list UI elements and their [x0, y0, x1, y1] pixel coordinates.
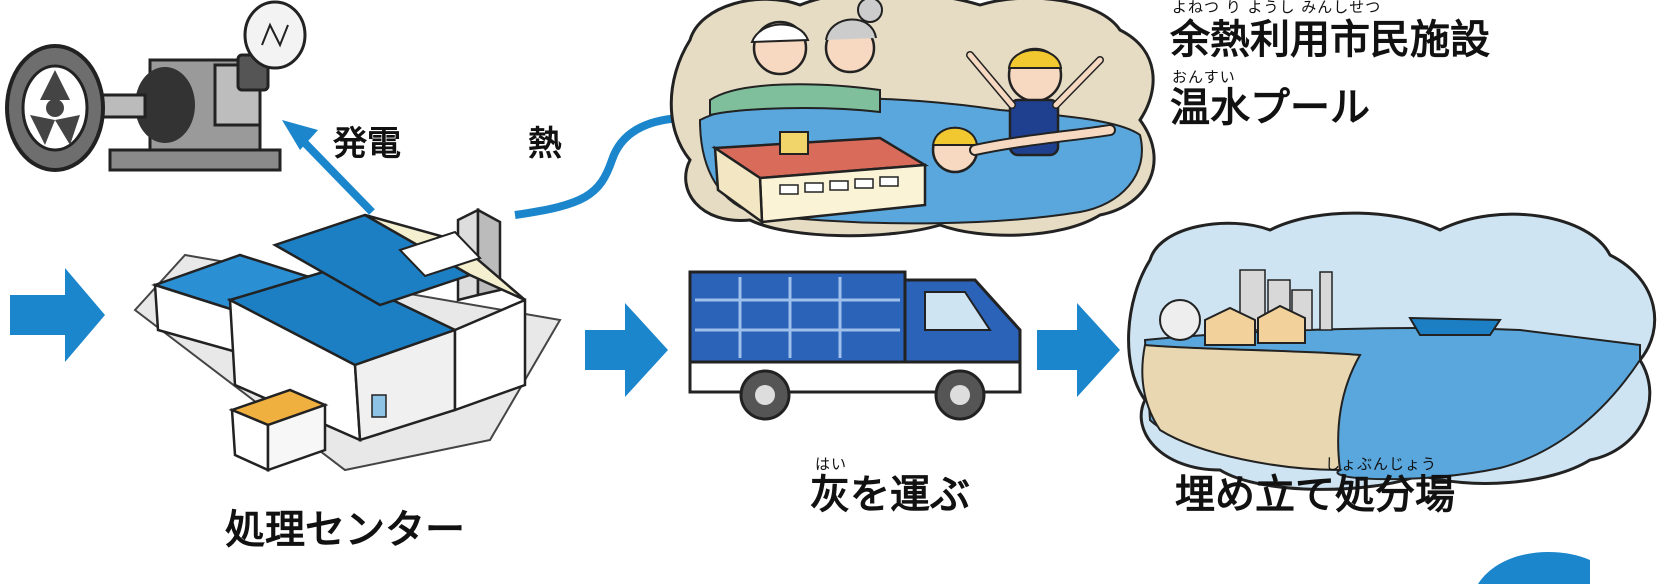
facility-ruby: よねつ り ようし みんしせつ: [1172, 0, 1382, 16]
ash-ruby: はい: [815, 455, 848, 473]
input-arrow: [10, 268, 105, 362]
corner-decoration: [1478, 551, 1590, 584]
truck-illustration: [688, 270, 1022, 421]
ash-label: 灰を運ぶ: [810, 472, 970, 518]
power-label: 発電: [333, 124, 401, 164]
heat-label: 熱: [528, 124, 562, 164]
facility-label: 余熱利用市民施設: [1170, 17, 1490, 63]
landfill-ruby: しょぶんじょう: [1325, 455, 1438, 473]
landfill-arrow: [1037, 303, 1120, 397]
pool-ruby: おんすい: [1172, 68, 1236, 86]
pool-scene: [669, 0, 1156, 238]
landfill-scene: [1127, 211, 1657, 491]
processing-center-illustration: [133, 207, 562, 472]
power-arrow: [282, 120, 375, 215]
landfill-label: 埋め立て処分場: [1175, 472, 1455, 518]
processing-center-label: 処理センター: [225, 507, 465, 553]
pool-label: 温水プール: [1170, 85, 1370, 131]
generator-illustration: [5, 0, 307, 172]
ash-arrow: [585, 303, 668, 397]
